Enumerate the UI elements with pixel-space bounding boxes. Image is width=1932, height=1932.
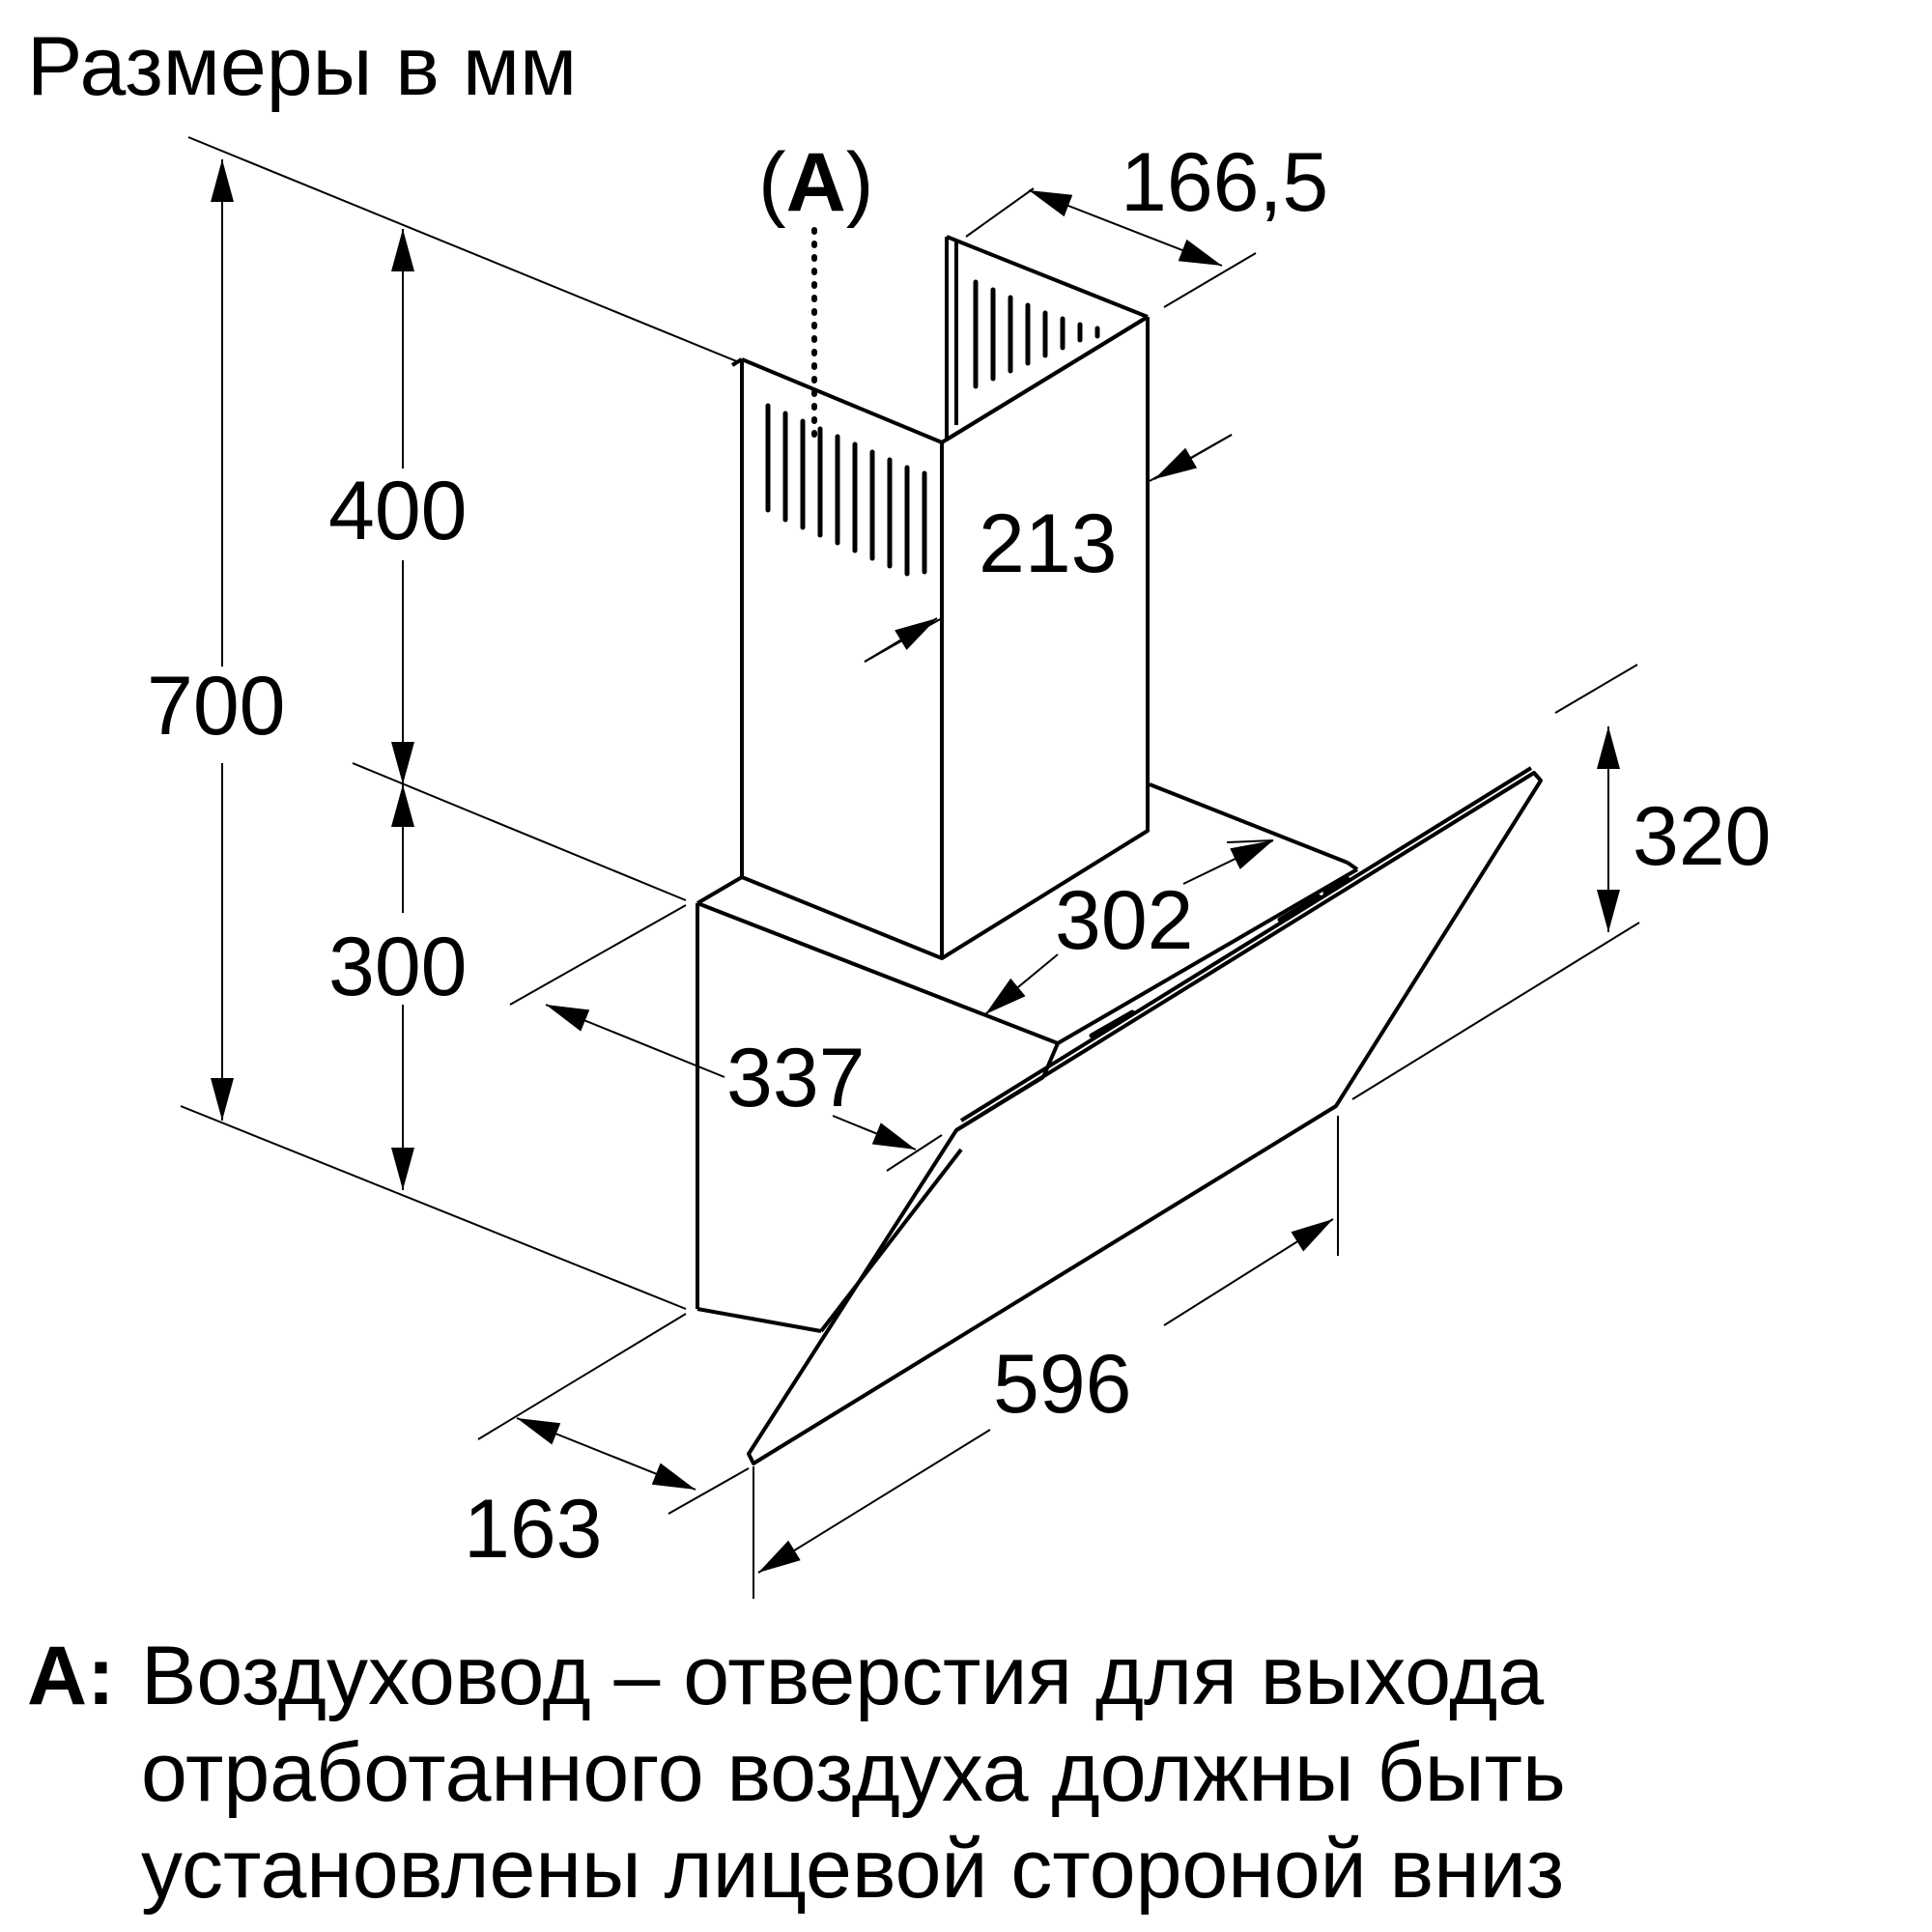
dim-lower-height: 300 xyxy=(328,921,468,1013)
page-title: Размеры в мм xyxy=(27,20,577,113)
legend-line: отработанного воздуха должны быть xyxy=(141,1726,1566,1819)
glass-panel xyxy=(747,766,1543,1465)
hood-body xyxy=(696,782,1359,1333)
dim-total-height: 700 xyxy=(147,660,286,753)
dimension-labels: 700 400 300 166,5 213 302 337 320 596 16… xyxy=(147,136,1772,1576)
dim-chimney-depth: 213 xyxy=(979,497,1118,590)
dim-glass-height: 320 xyxy=(1633,790,1772,883)
extension-lines xyxy=(180,136,1640,1599)
dim-bottom-depth: 163 xyxy=(464,1483,603,1576)
dimension-lines xyxy=(211,159,1620,1574)
vent-slots-front xyxy=(765,403,927,577)
legend-line: Воздуховод – отверстия для выхода xyxy=(141,1630,1545,1722)
legend-text: Воздуховод – отверстия для выхода отрабо… xyxy=(141,1628,1566,1918)
vent-slots-back xyxy=(973,279,1100,389)
legend-line: установлены лицевой стороной вниз xyxy=(141,1823,1565,1916)
dim-width: 596 xyxy=(993,1338,1132,1431)
callout-label: (A) xyxy=(758,136,873,229)
dim-chimney-height: 400 xyxy=(328,465,468,557)
chimney-inner-panel xyxy=(945,235,1150,441)
legend-key: A: xyxy=(27,1630,115,1722)
chimney xyxy=(730,315,1150,960)
dim-hood-depth-top: 302 xyxy=(1055,874,1194,967)
dim-chimney-width: 166,5 xyxy=(1121,136,1328,229)
control-buttons xyxy=(1089,876,1350,1038)
dim-hood-depth-mid: 337 xyxy=(726,1032,866,1124)
